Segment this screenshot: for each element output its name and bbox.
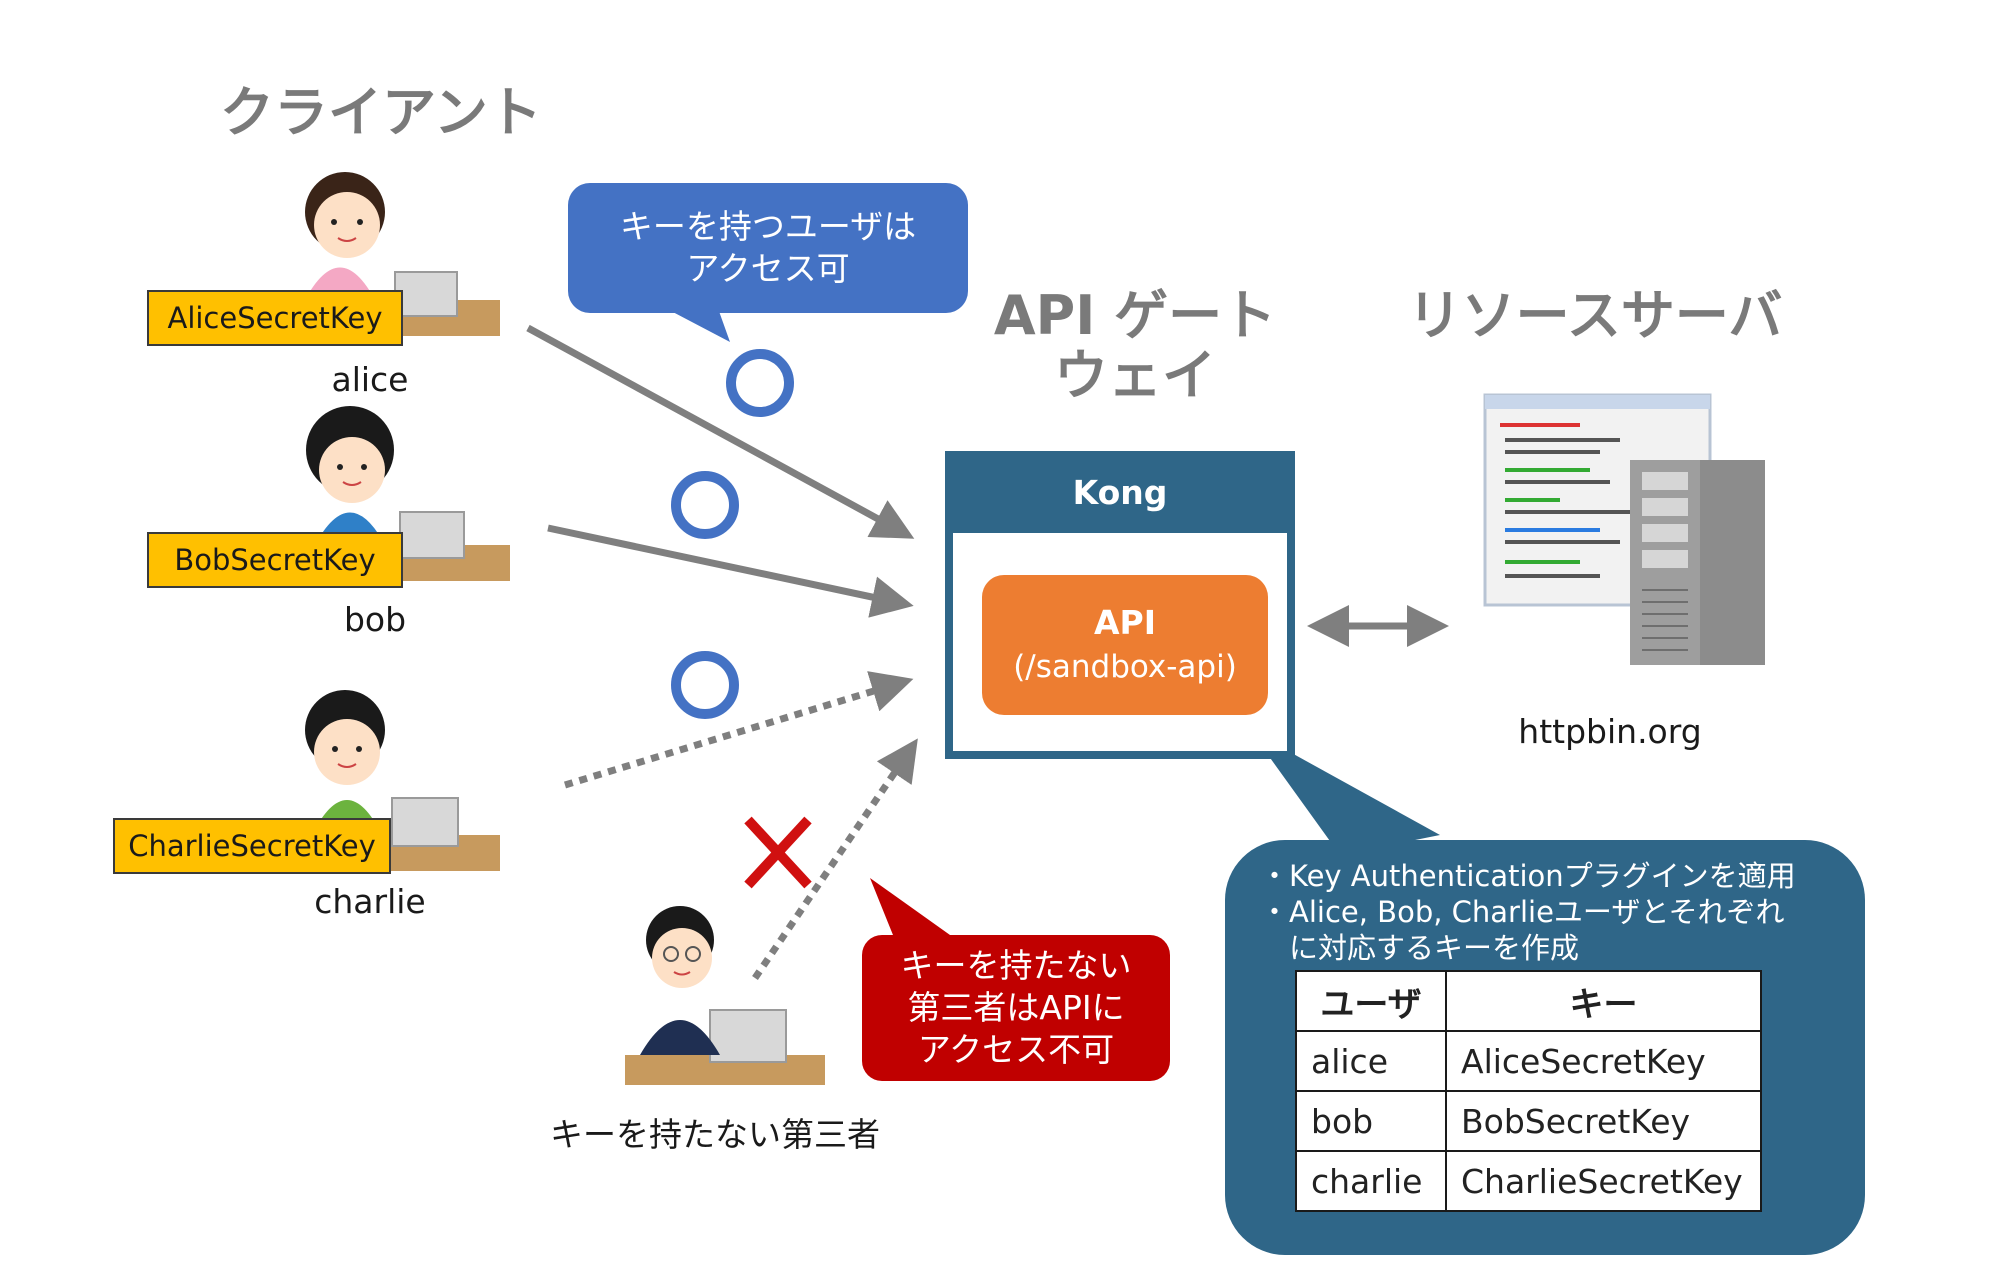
table-cell-key: CharlieSecretKey xyxy=(1445,1150,1762,1212)
charlie-key-tag: CharlieSecretKey xyxy=(113,818,391,874)
denied-callout-tail xyxy=(870,878,950,940)
table-cell-user: bob xyxy=(1295,1090,1447,1152)
allowed-callout-line2: アクセス可 xyxy=(686,249,850,288)
table-row: alice AliceSecretKey xyxy=(1295,1030,1762,1092)
table-row: bob BobSecretKey xyxy=(1295,1090,1762,1152)
bob-allowed-icon xyxy=(671,471,739,539)
alice-name: alice xyxy=(331,360,409,399)
info-callout-tail xyxy=(1250,730,1440,855)
allowed-callout: キーを持つユーザは アクセス可 xyxy=(568,183,968,313)
alice-key-tag: AliceSecretKey xyxy=(147,290,403,346)
client-heading: クライアント xyxy=(220,81,542,144)
info-callout-text: ・Key Authenticationプラグインを適用 ・Alice, Bob,… xyxy=(1260,858,1850,966)
api-endpoint-box: API (/sandbox-api) xyxy=(982,575,1268,715)
bob-name: bob xyxy=(343,600,407,639)
table-cell-key: BobSecretKey xyxy=(1445,1090,1762,1152)
denied-callout-line3: アクセス不可 xyxy=(917,1030,1115,1069)
info-bullet-1: ・Key Authenticationプラグインを適用 xyxy=(1260,859,1796,893)
server-label: httpbin.org xyxy=(1518,712,1702,751)
bob-key-tag: BobSecretKey xyxy=(147,532,403,588)
charlie-allowed-icon xyxy=(671,651,739,719)
charlie-arrow xyxy=(563,671,914,789)
allowed-callout-line1: キーを持つユーザは xyxy=(619,207,917,246)
bob-arrow xyxy=(547,524,914,618)
table-cell-user: alice xyxy=(1295,1030,1447,1092)
resource-server-heading: リソースサーバ xyxy=(1407,284,1783,347)
user-key-table: ユーザ キー alice AliceSecretKey bob BobSecre… xyxy=(1295,970,1762,1212)
api-endpoint-path: (/sandbox-api) xyxy=(1013,649,1237,685)
kong-gateway-title: Kong xyxy=(945,451,1295,533)
denied-callout-line1: キーを持たない xyxy=(900,946,1132,985)
api-endpoint-label: API xyxy=(1093,603,1156,642)
bob-person-icon xyxy=(300,406,510,581)
info-bullet-2: ・Alice, Bob, Charlieユーザとそれぞれ xyxy=(1260,895,1785,929)
denied-callout-line2: 第三者はAPIに xyxy=(907,988,1125,1027)
third-party-arrow xyxy=(752,738,918,980)
third-party-denied-icon xyxy=(744,816,812,889)
denied-callout: キーを持たない 第三者はAPIに アクセス不可 xyxy=(862,935,1170,1081)
alice-arrow xyxy=(526,324,915,539)
table-row: charlie CharlieSecretKey xyxy=(1295,1150,1762,1212)
charlie-name: charlie xyxy=(314,882,426,921)
server-icon xyxy=(1483,393,1765,665)
alice-allowed-icon xyxy=(726,349,794,417)
gateway-heading-line1: API ゲート xyxy=(993,284,1277,347)
table-header-user: ユーザ xyxy=(1295,970,1447,1032)
table-cell-user: charlie xyxy=(1295,1150,1447,1212)
third-party-person-icon xyxy=(625,906,825,1085)
table-header-key: キー xyxy=(1445,970,1762,1032)
gateway-heading-line2: ウェイ xyxy=(1054,344,1216,407)
info-bullet-2-cont: に対応するキーを作成 xyxy=(1260,931,1580,965)
table-cell-key: AliceSecretKey xyxy=(1445,1030,1762,1092)
third-party-label: キーを持たない第三者 xyxy=(550,1115,880,1154)
table-header-row: ユーザ キー xyxy=(1295,970,1762,1032)
